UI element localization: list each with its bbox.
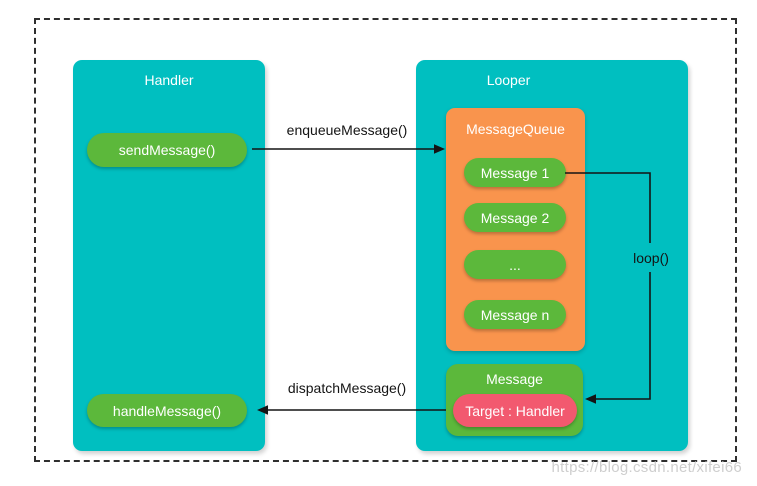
queue-item-label: ... (509, 256, 521, 273)
target-handler-pill: Target : Handler (453, 394, 577, 427)
looper-title: Looper (486, 72, 531, 88)
queue-item-message-2: Message 2 (464, 203, 566, 232)
handle-message-pill: handleMessage() (87, 394, 247, 427)
diagram-dashed-border (34, 18, 737, 462)
queue-item-ellipsis: ... (464, 250, 566, 279)
message-title: Message (486, 371, 543, 387)
message-queue-box: MessageQueue Message 1 Message 2 ... Mes… (446, 108, 585, 351)
message-queue-title: MessageQueue (466, 121, 565, 137)
queue-item-label: Message 2 (480, 209, 550, 226)
handle-message-label: handleMessage() (112, 402, 222, 419)
target-handler-label: Target : Handler (465, 402, 565, 419)
queue-item-message-1: Message 1 (464, 158, 566, 187)
loop-label: loop() (633, 250, 669, 266)
handler-title: Handler (144, 72, 194, 88)
enqueue-message-label: enqueueMessage() (286, 122, 408, 138)
dispatch-message-label: dispatchMessage() (287, 380, 407, 396)
handler-box: Handler sendMessage() handleMessage() (73, 60, 265, 451)
send-message-pill: sendMessage() (87, 133, 247, 167)
queue-item-label: Message 1 (480, 164, 550, 181)
queue-item-label: Message n (480, 306, 550, 323)
queue-item-message-n: Message n (464, 300, 566, 329)
message-box: Message Target : Handler (446, 364, 583, 436)
send-message-label: sendMessage() (118, 142, 216, 158)
watermark-text: https://blog.csdn.net/xifei66 (551, 459, 742, 476)
